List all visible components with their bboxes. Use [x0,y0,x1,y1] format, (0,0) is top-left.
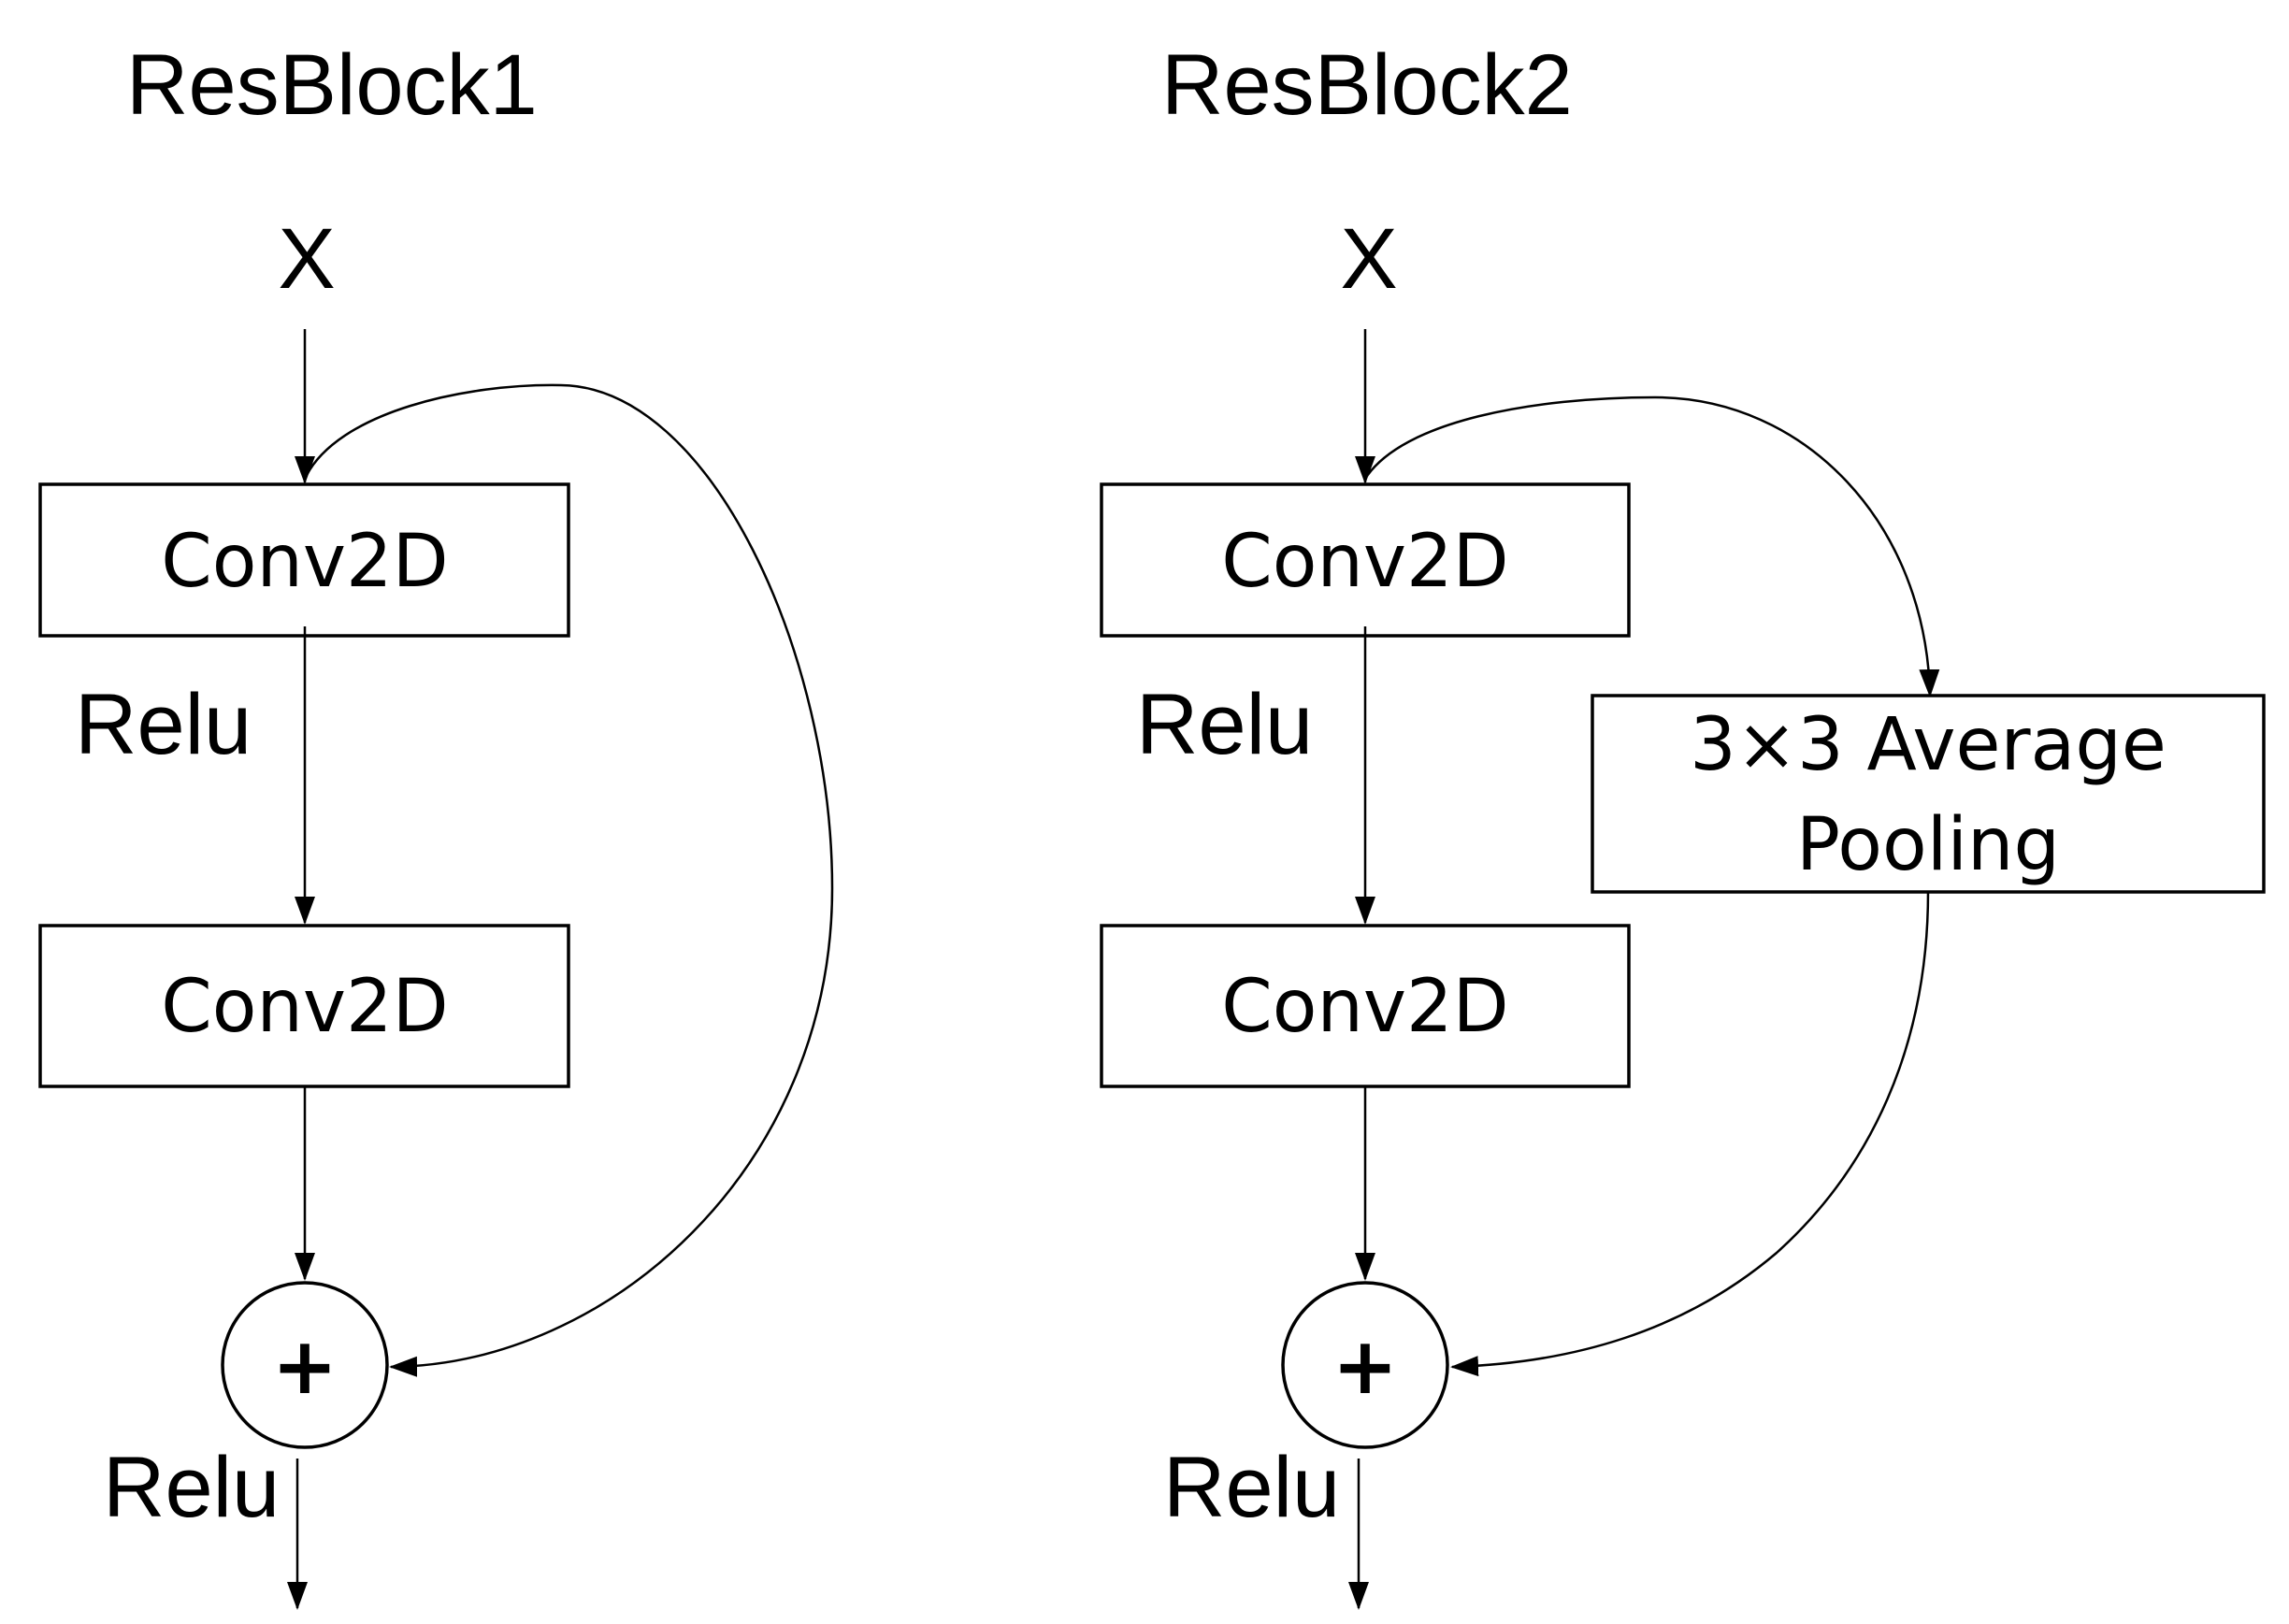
resblock1-conv1-box [38,482,570,638]
resblock2-relu2-label: Relu [1163,1440,1340,1535]
resblock1-input-label: X [278,211,335,307]
resblock2: ResBlock2 X Conv2D Relu 3×3 Average Pool… [1100,37,2266,1610]
resblock1-conv1-label: Conv2D [161,520,448,604]
resblock2-pooling-label-line1: 3×3 Average [1690,703,2167,787]
resblock2-conv2-box [1100,924,1631,1088]
resblock2-pooling-box [1591,694,2266,894]
resblock2-conv2-label: Conv2D [1221,965,1508,1049]
resblock1-relu2-label: Relu [103,1440,280,1535]
resblock2-title: ResBlock2 [1161,37,1573,133]
resblock2-conv1-label: Conv2D [1221,520,1508,604]
resblock1-conv2-label: Conv2D [161,965,448,1049]
resblock2-pooling-label-line2: Pooling [1796,803,2060,887]
resblock1-skip-connection [303,383,834,1377]
resblock1-add-node [221,1281,389,1449]
resblock2-add-symbol: + [1332,1320,1398,1412]
resblock2-input-label: X [1340,211,1397,307]
resblock1: ResBlock1 X Conv2D Relu Conv2D + Relu [38,37,834,1610]
resblock2-add-node [1281,1281,1449,1449]
resblock1-conv2-box [38,924,570,1088]
resblock1-relu1-label: Relu [75,677,252,772]
resblock1-title: ResBlock1 [126,37,538,133]
resblock1-add-symbol: + [272,1320,338,1412]
resblock2-skip-to-pool [1363,395,1940,697]
resblock2-relu1-label: Relu [1136,677,1313,772]
resblock2-pool-to-add [1450,891,1930,1377]
